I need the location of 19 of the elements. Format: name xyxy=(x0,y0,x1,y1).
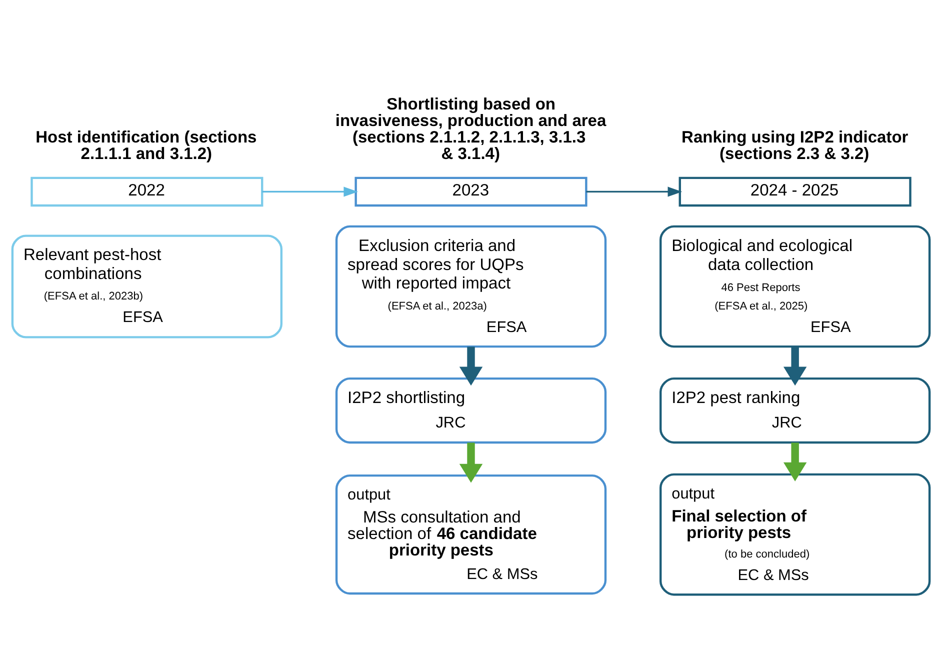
node-label: Shortlisting based on invasiveness, production and area (sections 2.1.1.2, 2.1.1.3, 3.1.3 & 3.1.4) xyxy=(335,94,606,163)
node-box: output MSs consultation and selection of 46 candidate priority pests EC & MSs xyxy=(335,474,607,594)
node-label: Host identification (sections 2.1.1.1 and 3.1.2) xyxy=(36,127,257,163)
arrow xyxy=(783,346,807,386)
node-box: 2022 xyxy=(30,176,264,206)
node-box: 2024 - 2025 xyxy=(678,176,912,206)
arrow xyxy=(459,346,483,386)
node-box: Exclusion criteria and spread scores for UQPs with reported impact (EFSA et al., 2023a) EFSA xyxy=(335,224,607,348)
arrow xyxy=(459,442,483,482)
arrow xyxy=(262,186,358,196)
node-box: 2023 xyxy=(354,176,588,206)
node-box: I2P2 shortlisting JRC xyxy=(335,376,607,444)
node-box: output Final selection of priority pests (to be concluded) EC & MSs xyxy=(660,472,931,596)
arrow xyxy=(586,186,682,196)
node-box: I2P2 pest ranking JRC xyxy=(660,376,931,444)
node-label: Ranking using I2P2 indicator (sections 2.3 & 3.2) xyxy=(682,127,908,163)
node-box: Biological and ecological data collection 46 Pest Reports (EFSA et al., 2025) EFSA xyxy=(660,224,931,348)
node-box: Relevant pest-host combinations (EFSA et al., 2023b) EFSA xyxy=(11,234,282,338)
arrow xyxy=(783,442,807,481)
